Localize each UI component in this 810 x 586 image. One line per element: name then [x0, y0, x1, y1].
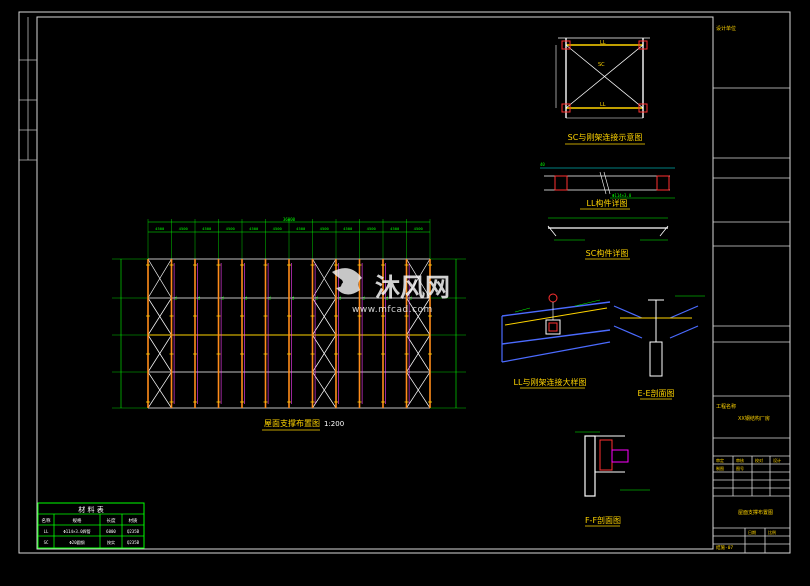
bay-dim-text: 4500 [249, 226, 259, 231]
title-block-field-label: 图号 [736, 465, 744, 471]
material-cell: Φ20圆钢 [69, 539, 84, 545]
roof-plan-scale: 1:200 [324, 420, 344, 428]
title-block-field-label: 校对 [755, 457, 763, 463]
member-tag: LL [174, 296, 178, 300]
tb-drawing-title: 屋面支撑布置图 [738, 509, 773, 516]
sc-brace [312, 258, 337, 299]
bay-dim-text: 4500 [414, 226, 424, 231]
inner-border [36, 16, 714, 550]
material-table-title: 材 料 表 [78, 505, 103, 514]
title-block-text: 设计单位 工程名称 XX钢结构厂房 屋面支撑布置图 结施-07 审定 审核 校对 设计… [716, 25, 781, 551]
bay-dim-text: 4500 [367, 226, 377, 231]
sc-brace [406, 297, 431, 336]
title-block-field-label: 比例 [768, 529, 776, 535]
sc-brace [312, 334, 337, 373]
sc-brace [312, 371, 337, 409]
member-tag: LL [244, 296, 248, 300]
sc-connection-title: SC与刚架连接示意图 [568, 132, 643, 142]
member-tag: LL [315, 296, 319, 300]
svg-text:LL: LL [600, 102, 606, 108]
tb-project-label: 工程名称 [716, 403, 736, 410]
member-tag: LL [409, 296, 413, 300]
mfcad-logo-icon [332, 268, 362, 295]
material-header-cell: 材质 [129, 517, 138, 524]
member-tag: LL [268, 296, 272, 300]
tb-drawing-no: 结施-07 [716, 544, 733, 551]
member-tag: LL [338, 296, 342, 300]
section-ff-detail: F-F剖面图 [575, 431, 650, 527]
title-block-field-label: 设计 [773, 457, 781, 463]
bay-dim-text: 4500 [296, 226, 306, 231]
material-cell: Q235B [127, 540, 140, 545]
material-header-cell: 规格 [73, 517, 82, 524]
material-header-cell: 长度 [107, 517, 116, 524]
tb-project-value: XX钢结构厂房 [738, 415, 770, 422]
member-tag: LL [385, 296, 389, 300]
member-tag: LL [362, 296, 366, 300]
material-cell: LL [44, 529, 49, 534]
roof-plan-title: 屋面支撑布置图 [264, 418, 320, 428]
bay-dim-text: 4500 [179, 226, 189, 231]
ll-rafter-connection-detail: LL与刚架连接大样图 [501, 293, 611, 389]
top-overall-dim-text: 36000 [283, 217, 296, 222]
section-ee-detail: E-E剖面图 [613, 295, 705, 400]
material-cell: Q235B [127, 529, 140, 534]
sc-brace [406, 258, 431, 299]
watermark-brand: 沐风网 [375, 273, 450, 302]
title-block-field-label: 日期 [748, 529, 756, 535]
svg-text:Φ114×3.0: Φ114×3.0 [612, 193, 632, 198]
svg-text:40: 40 [540, 162, 545, 167]
bay-dim-text: 4500 [226, 226, 236, 231]
title-block [713, 87, 790, 553]
bay-dim-text: 4500 [320, 226, 330, 231]
tb-design-unit: 设计单位 [716, 25, 736, 32]
member-tag: LL [221, 296, 225, 300]
ll-member-detail: 40 Φ114×3.0 LL构件详图 [540, 162, 675, 210]
bay-dim-text: 4500 [273, 226, 283, 231]
svg-text:LL: LL [600, 40, 606, 46]
section-ff-title: F-F剖面图 [585, 515, 621, 525]
bay-dim-text: 4500 [202, 226, 212, 231]
sc-member-title: SC构件详图 [586, 248, 629, 258]
title-block-field-label: 审定 [716, 457, 724, 463]
svg-text:SC: SC [598, 62, 605, 68]
section-ee-title: E-E剖面图 [638, 388, 675, 398]
member-tag: LL [291, 296, 295, 300]
sc-brace [147, 334, 172, 373]
material-cell: SC [44, 540, 49, 545]
title-block-field-label: 审核 [736, 457, 744, 463]
member-tag: LL [197, 296, 201, 300]
title-block-field-label: 制图 [716, 465, 724, 471]
sc-brace [147, 258, 172, 299]
watermark: 沐风网 www.mfcad.com [332, 268, 450, 315]
sc-connection-detail: LL LL SC SC与刚架连接示意图 [555, 37, 650, 145]
sc-brace [406, 334, 431, 373]
sc-brace [147, 297, 172, 336]
watermark-url: www.mfcad.com [352, 305, 433, 315]
bay-dim-text: 4500 [155, 226, 165, 231]
sc-brace [147, 371, 172, 409]
material-header-cell: 名称 [42, 517, 51, 524]
sc-brace [406, 371, 431, 409]
bay-dim-text: 4500 [343, 226, 353, 231]
ll-member-title: LL构件详图 [587, 198, 628, 208]
binding-strip [19, 17, 37, 161]
ll-rafter-connection-title: LL与刚架连接大样图 [514, 377, 587, 387]
material-cell: 6000 [106, 529, 116, 534]
sc-member-detail: SC构件详图 [547, 217, 669, 260]
outer-border [18, 11, 791, 554]
material-cell: 按实 [107, 539, 115, 545]
sc-brace [312, 297, 337, 336]
bay-dim-text: 4500 [390, 226, 400, 231]
material-cell: Φ114×3.0焊管 [63, 528, 90, 534]
